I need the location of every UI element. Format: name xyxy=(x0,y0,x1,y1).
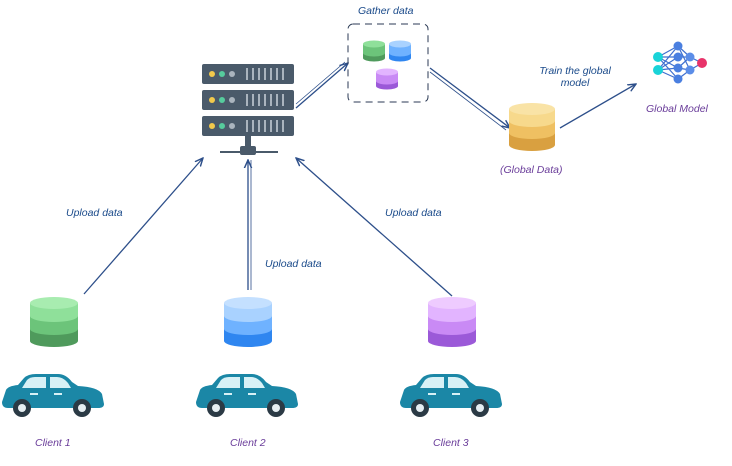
train-label-line2: model xyxy=(560,77,590,89)
global-model-label: Global Model xyxy=(646,103,708,115)
client1-car-icon xyxy=(2,374,104,417)
flow-arrows xyxy=(295,61,636,131)
client2-car-icon xyxy=(196,374,298,417)
gather-data-label: Gather data xyxy=(358,5,414,17)
client1-label: Client 1 xyxy=(35,437,71,449)
arrow-server-to-gather-shadow xyxy=(295,61,346,105)
upload-data-label-client3: Upload data xyxy=(385,207,442,219)
client3-label: Client 3 xyxy=(433,437,469,449)
arrow-client1-to-server xyxy=(83,158,203,295)
database-icon xyxy=(389,40,411,62)
upload-data-label-client2: Upload data xyxy=(265,258,322,270)
upload-arrows xyxy=(83,158,453,297)
client3-database-icon xyxy=(428,297,476,347)
global-data-database-icon xyxy=(509,103,555,151)
arrow-gather-to-globaldata-shadow xyxy=(429,71,507,131)
arrow-server-to-gather xyxy=(295,63,348,109)
upload-data-label-client1: Upload data xyxy=(66,207,123,219)
server-icon xyxy=(202,64,294,155)
arrow-gather-to-globaldata xyxy=(429,67,510,128)
train-global-model-label: Train the global model xyxy=(530,65,620,89)
arrow-client3-to-server xyxy=(296,158,453,297)
client2-label: Client 2 xyxy=(230,437,266,449)
client1-database-icon xyxy=(30,297,78,347)
arrow-globaldata-to-model xyxy=(559,84,636,129)
global-data-label: (Global Data) xyxy=(500,164,563,176)
train-label-line1: Train the global xyxy=(539,65,611,77)
client3-car-icon xyxy=(400,374,502,417)
neural-network-icon xyxy=(653,41,707,84)
gather-data-box xyxy=(347,23,429,103)
database-icon xyxy=(376,68,398,90)
client2-database-icon xyxy=(224,297,272,347)
database-icon xyxy=(363,40,385,62)
